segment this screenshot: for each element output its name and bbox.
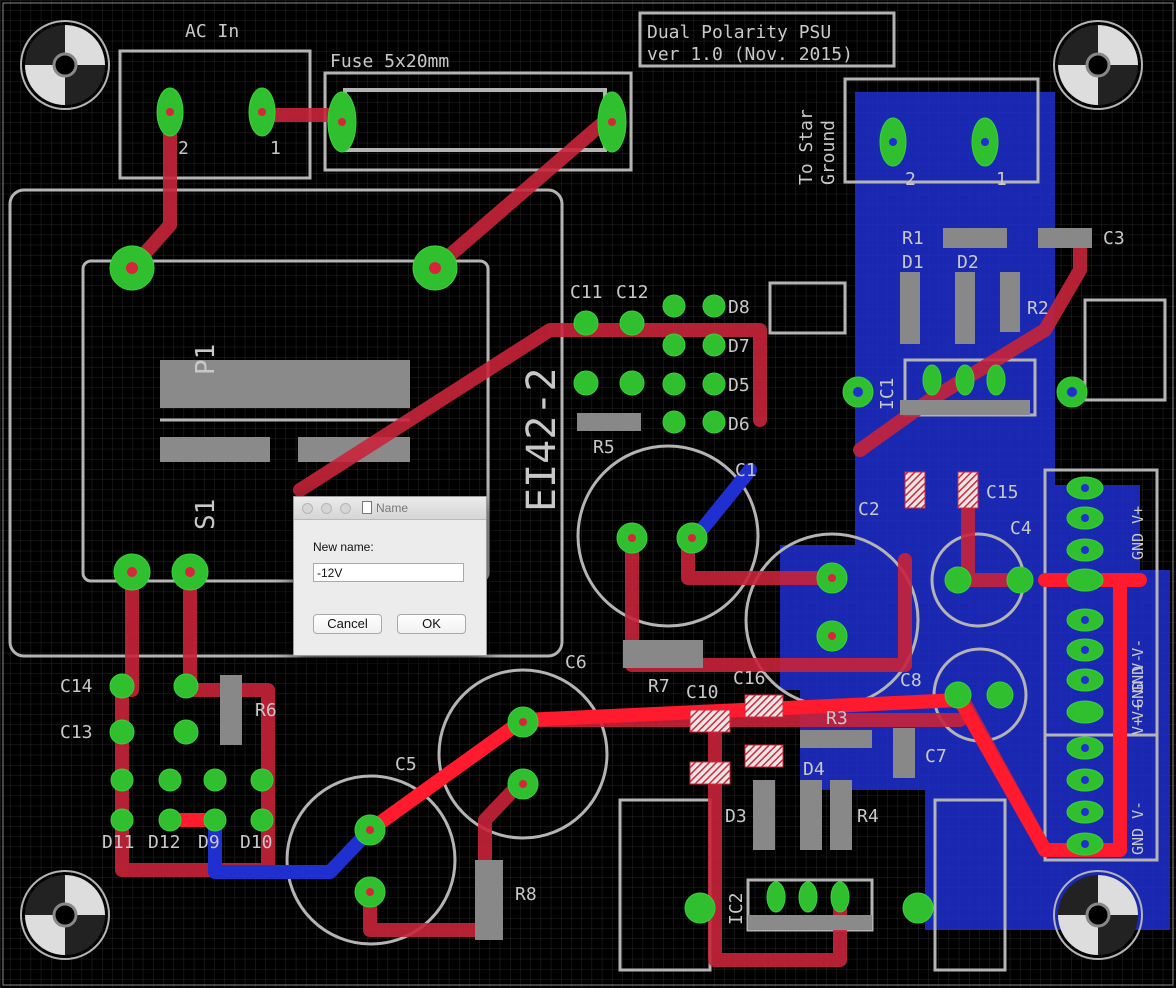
dialog-title: Name	[376, 501, 409, 515]
label-c16: C16	[733, 668, 766, 689]
label-out-4: GND V-	[1129, 801, 1147, 855]
label-ic1: IC1	[877, 377, 898, 410]
label-transformer: EI42-2	[519, 368, 565, 513]
label-c6: C6	[565, 652, 587, 673]
ok-button[interactable]: OK	[397, 614, 466, 634]
title-line-2: ver 1.0 (Nov. 2015)	[647, 44, 853, 65]
label-r2: R2	[1027, 298, 1049, 319]
title-line-1: Dual Polarity PSU	[647, 22, 831, 43]
label-out-1: GND V+	[1129, 506, 1147, 560]
label-r5: R5	[593, 437, 615, 458]
label-d6: D6	[728, 414, 750, 435]
label-c2: C2	[858, 499, 880, 520]
pad-drills-blue	[853, 138, 1089, 848]
label-c3: C3	[1103, 228, 1125, 249]
label-p1: P1	[191, 344, 221, 375]
label-d10: D10	[240, 832, 273, 853]
label-ic2: IC2	[726, 892, 747, 925]
label-r3: R3	[826, 708, 848, 729]
bottom-traces	[208, 463, 757, 879]
label-c8: C8	[900, 670, 922, 691]
pad-drills	[126, 108, 836, 896]
close-icon[interactable]	[302, 503, 313, 514]
label-c4: C4	[1010, 518, 1032, 539]
label-d3: D3	[725, 806, 747, 827]
label-d2: D2	[957, 252, 979, 273]
label-c11: C11	[570, 282, 603, 303]
label-d1: D1	[902, 252, 924, 273]
label-c7: C7	[925, 746, 947, 767]
label-d5: D5	[728, 375, 750, 396]
label-star-2: Ground	[818, 120, 839, 185]
label-out-2: V+ GND V-	[1129, 639, 1147, 720]
label-r4: R4	[857, 806, 879, 827]
label-ac-pin-2: 2	[178, 138, 189, 159]
label-c15: C15	[986, 482, 1019, 503]
label-r6: R6	[255, 700, 277, 721]
label-r7: R7	[648, 676, 670, 697]
label-fuse: Fuse 5x20mm	[330, 51, 449, 72]
mounting-holes	[20, 20, 1143, 960]
label-r1: R1	[902, 228, 924, 249]
label-c13: C13	[60, 722, 93, 743]
label-c10: C10	[686, 682, 719, 703]
label-d4: D4	[803, 759, 825, 780]
label-c12: C12	[616, 282, 649, 303]
document-icon	[362, 501, 372, 514]
label-d9: D9	[198, 832, 220, 853]
new-name-label: New name:	[313, 540, 374, 554]
zoom-icon[interactable]	[340, 503, 351, 514]
cancel-button[interactable]: Cancel	[313, 614, 382, 634]
dialog-titlebar[interactable]: Name	[294, 497, 486, 520]
label-c14: C14	[60, 676, 93, 697]
minimize-icon[interactable]	[321, 503, 332, 514]
label-ac-in: AC In	[185, 21, 239, 42]
label-gnd-pin-2: 2	[905, 169, 916, 190]
label-r8: R8	[515, 884, 537, 905]
label-d12: D12	[148, 832, 181, 853]
label-out-3: V+ GND V-	[1129, 654, 1147, 735]
label-c1: C1	[735, 460, 757, 481]
label-d11: D11	[102, 832, 135, 853]
name-dialog[interactable]: Name New name: Cancel OK	[293, 496, 487, 656]
smd-parts	[220, 228, 1092, 940]
label-c5: C5	[395, 754, 417, 775]
label-s1: S1	[191, 499, 221, 530]
label-d8: D8	[728, 297, 750, 318]
label-ac-pin-1: 1	[270, 138, 281, 159]
label-d7: D7	[728, 336, 750, 357]
label-gnd-pin-1: 1	[996, 169, 1007, 190]
label-star-1: To Star	[796, 109, 817, 185]
new-name-input[interactable]	[313, 563, 464, 582]
